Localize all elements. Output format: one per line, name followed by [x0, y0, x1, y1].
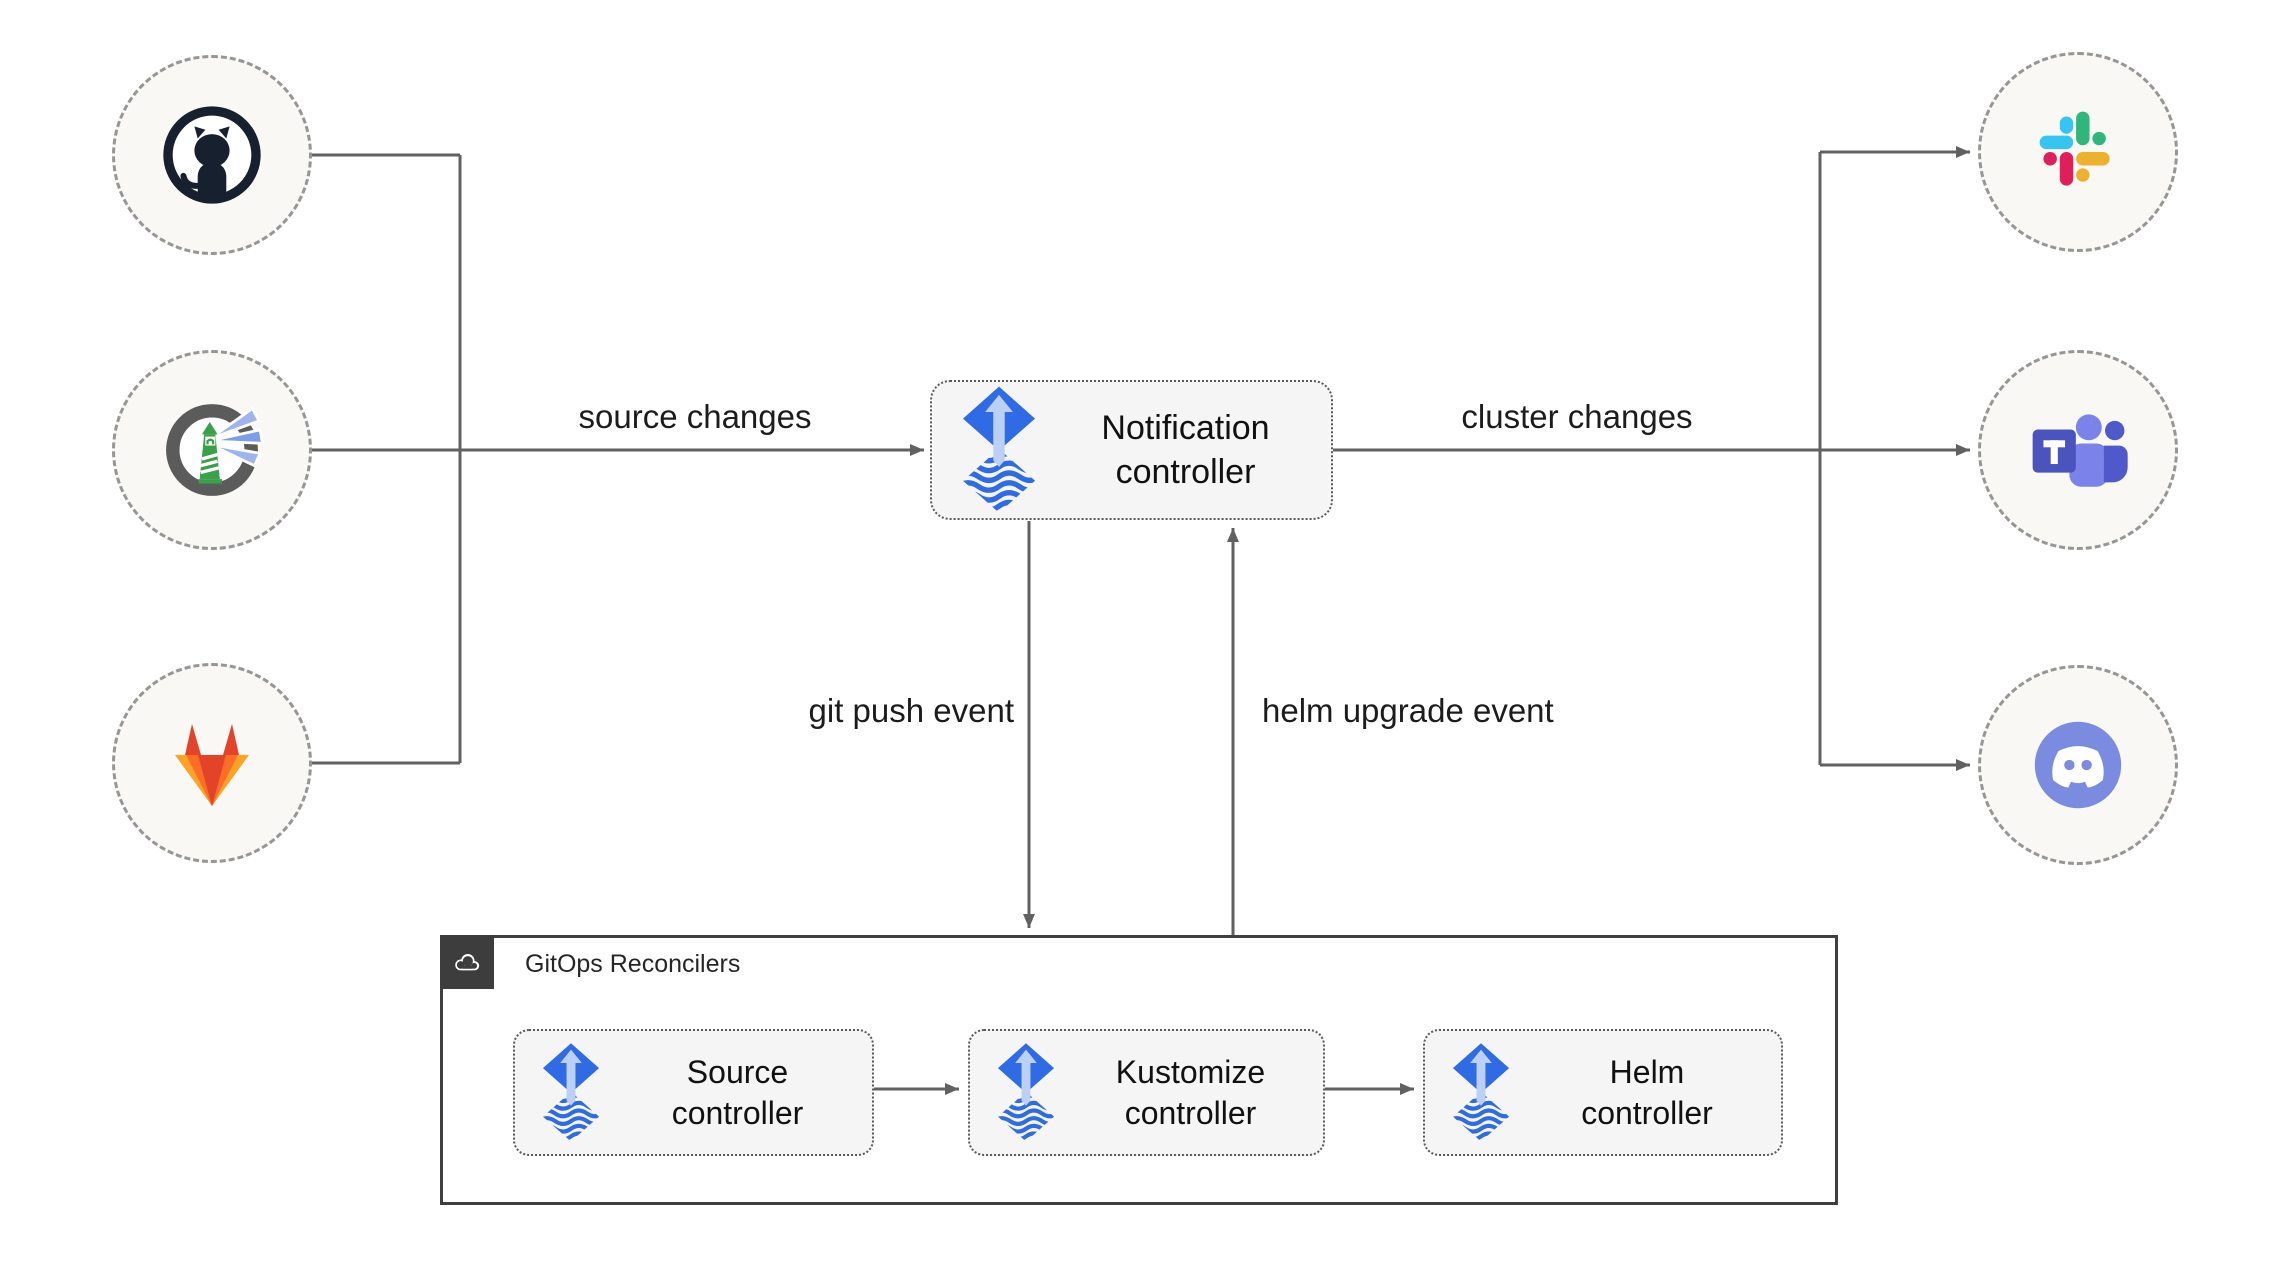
discord-node	[1978, 665, 2178, 865]
source-controller-label: Source controller	[671, 1053, 804, 1131]
github-node	[112, 55, 312, 255]
edge-label-source-changes: source changes	[578, 398, 812, 435]
discord-icon	[2034, 721, 2122, 809]
group-badge	[440, 935, 494, 989]
kustomize-controller-label: Kustomize controller	[1115, 1053, 1266, 1131]
edge-label-helm-upgrade-event: helm upgrade event	[1262, 692, 1554, 729]
group-title: GitOps Reconcilers	[525, 950, 741, 978]
slack-node	[1978, 52, 2178, 252]
source-controller-node: Source controller	[513, 1029, 874, 1156]
flux-icon	[1449, 1042, 1513, 1144]
notification-controller-node: Notification controller	[930, 380, 1333, 520]
gitlab-node	[112, 663, 312, 863]
harbor-icon	[166, 404, 265, 496]
flux-icon	[539, 1042, 603, 1144]
teams-node	[1978, 350, 2178, 550]
edge-label-cluster-changes: cluster changes	[1461, 398, 1693, 435]
helm-controller-label: Helm controller	[1581, 1053, 1713, 1131]
notification-controller-label: Notification controller	[1101, 409, 1270, 491]
cloud-icon	[455, 954, 480, 971]
flux-icon	[994, 1042, 1058, 1144]
helm-controller-node: Helm controller	[1423, 1029, 1783, 1156]
flux-icon	[958, 385, 1040, 516]
gitlab-icon	[175, 724, 249, 806]
edge-label-git-push-event: git push event	[808, 692, 1014, 729]
harbor-node	[112, 350, 312, 550]
kustomize-controller-node: Kustomize controller	[968, 1029, 1325, 1156]
github-icon	[163, 106, 261, 204]
slack-icon	[2039, 111, 2110, 186]
teams-icon	[2032, 414, 2128, 487]
gitops-reconcilers-group: GitOps Reconcilers Source controller Kus…	[440, 935, 1838, 1205]
